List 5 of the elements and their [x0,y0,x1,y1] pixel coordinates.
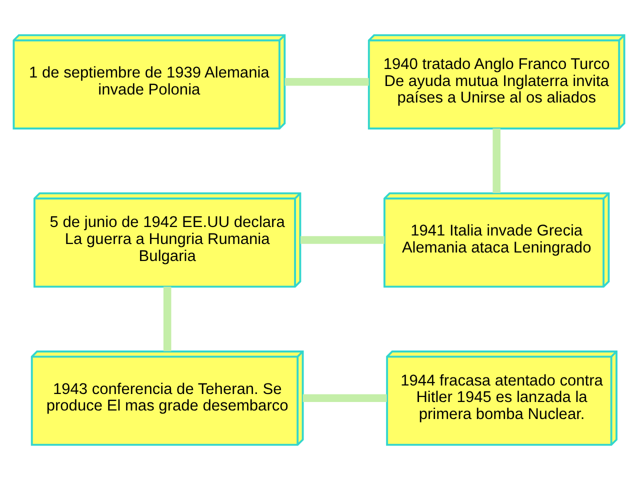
connector [163,286,172,351]
connector [302,394,387,402]
connector [284,77,369,86]
connector [492,128,500,192]
connector [300,236,384,244]
